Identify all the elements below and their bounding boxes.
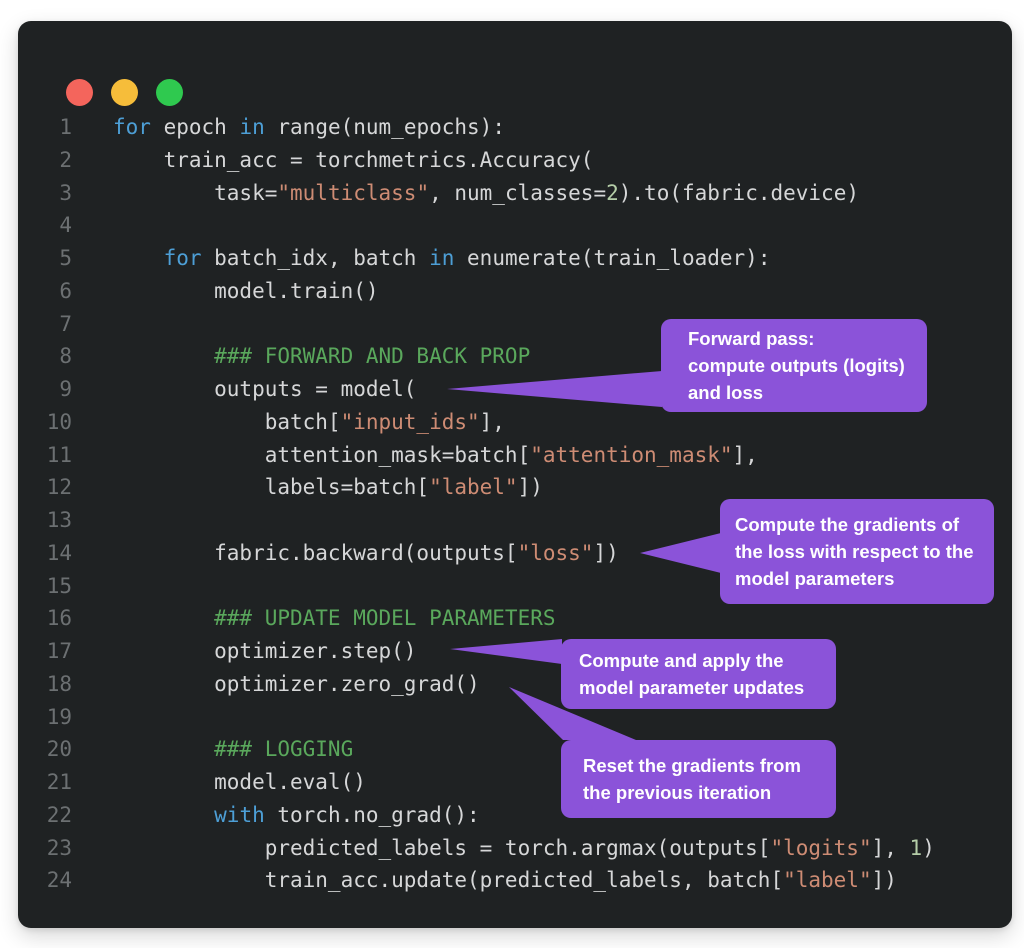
code-line: 9 outputs = model( <box>18 373 1012 406</box>
code-line: 20 ### LOGGING <box>18 733 1012 766</box>
code-line: 4 <box>18 209 1012 242</box>
code-line: 22 with torch.no_grad(): <box>18 799 1012 832</box>
code-text: outputs = model( <box>113 377 417 401</box>
code-text: optimizer.step() <box>113 639 417 663</box>
line-number: 3 <box>59 180 72 205</box>
callout-gradients: Compute the gradients of the loss with r… <box>720 499 994 604</box>
line-number: 23 <box>46 835 72 860</box>
code-line: 1 for epoch in range(num_epochs): <box>18 111 1012 144</box>
code-window <box>18 21 1012 928</box>
code-line: 5 for batch_idx, batch in enumerate(trai… <box>18 242 1012 275</box>
callout-zero-grad: Reset the gradients from the previous it… <box>561 740 836 818</box>
line-number: 4 <box>59 213 72 238</box>
callout-text: Forward pass: compute outputs (logits) a… <box>688 328 905 403</box>
line-number: 5 <box>59 246 72 270</box>
callout-optimizer-step: Compute and apply the model parameter up… <box>561 639 836 709</box>
code-text: model.eval() <box>113 770 366 794</box>
code-text: task="multiclass", num_classes=2).to(fab… <box>113 180 859 205</box>
code-text: for epoch in range(num_epochs): <box>113 115 505 139</box>
line-number: 14 <box>46 540 72 565</box>
line-number: 7 <box>59 311 72 336</box>
callout-forward-pass: Forward pass: compute outputs (logits) a… <box>661 319 927 412</box>
code-line: 15 <box>18 570 1012 603</box>
line-number: 19 <box>46 704 72 729</box>
line-number: 8 <box>59 344 72 369</box>
code-text: ### FORWARD AND BACK PROP <box>113 344 531 369</box>
code-text: fabric.backward(outputs["loss"]) <box>113 540 619 565</box>
line-number: 11 <box>46 442 72 467</box>
line-number: 13 <box>46 508 72 532</box>
code-line: 2 train_acc = torchmetrics.Accuracy( <box>18 144 1012 177</box>
line-number: 1 <box>59 115 72 139</box>
code-line: 13 <box>18 504 1012 537</box>
code-text: attention_mask=batch["attention_mask"], <box>113 442 758 467</box>
code-text: labels=batch["label"]) <box>113 475 543 500</box>
code-text: train_acc = torchmetrics.Accuracy( <box>113 147 594 172</box>
line-number: 9 <box>59 377 72 401</box>
code-line: 14 fabric.backward(outputs["loss"]) <box>18 537 1012 570</box>
maximize-button-icon[interactable] <box>156 79 183 106</box>
line-number: 17 <box>46 639 72 663</box>
code-text: train_acc.update(predicted_labels, batch… <box>113 868 897 893</box>
code-text: with torch.no_grad(): <box>214 802 480 827</box>
line-number: 22 <box>46 802 72 827</box>
code-line: 6 model.train() <box>18 275 1012 308</box>
close-button-icon[interactable] <box>66 79 93 106</box>
line-number: 21 <box>46 770 72 794</box>
code-line: 10 batch["input_ids"], <box>18 406 1012 439</box>
code-line: 16 ### UPDATE MODEL PARAMETERS <box>18 602 1012 635</box>
callout-text: Reset the gradients from the previous it… <box>583 755 801 803</box>
code-line: 24 train_acc.update(predicted_labels, ba… <box>18 864 1012 897</box>
code-line: 18 optimizer.zero_grad() <box>18 668 1012 701</box>
code-text: ### LOGGING <box>113 737 354 762</box>
code-text: batch["input_ids"], <box>113 409 505 434</box>
line-number: 18 <box>46 671 72 696</box>
code-line: 8 ### FORWARD AND BACK PROP <box>18 340 1012 373</box>
callout-text: Compute and apply the model parameter up… <box>579 650 805 698</box>
line-number: 15 <box>46 573 72 598</box>
line-number: 16 <box>46 606 72 631</box>
window-controls <box>66 79 183 106</box>
code-line: 21 model.eval() <box>18 766 1012 799</box>
code-line: 3 task="multiclass", num_classes=2).to(f… <box>18 177 1012 210</box>
code-line: 7 <box>18 308 1012 341</box>
code-text: ### UPDATE MODEL PARAMETERS <box>113 606 556 631</box>
line-number: 2 <box>59 147 72 172</box>
line-number: 20 <box>46 737 72 762</box>
code-text: model.train() <box>113 278 379 303</box>
line-number: 24 <box>46 868 72 893</box>
callout-text: Compute the gradients of the loss with r… <box>735 514 974 589</box>
code-line: 19 <box>18 701 1012 734</box>
code-line: 23 predicted_labels = torch.argmax(outpu… <box>18 832 1012 865</box>
code-line: 12 labels=batch["label"]) <box>18 471 1012 504</box>
line-number: 12 <box>46 475 72 500</box>
code-line: 11 attention_mask=batch["attention_mask"… <box>18 439 1012 472</box>
code-text: predicted_labels = torch.argmax(outputs[… <box>113 835 935 860</box>
code-text: optimizer.zero_grad() <box>113 671 480 696</box>
code-line: 17 optimizer.step() <box>18 635 1012 668</box>
code-editor[interactable]: 1 for epoch in range(num_epochs): 2 train_… <box>18 111 1012 897</box>
line-number: 6 <box>59 278 72 303</box>
minimize-button-icon[interactable] <box>111 79 138 106</box>
line-number: 10 <box>46 409 72 434</box>
code-text: for batch_idx, batch in enumerate(train_… <box>163 246 771 270</box>
